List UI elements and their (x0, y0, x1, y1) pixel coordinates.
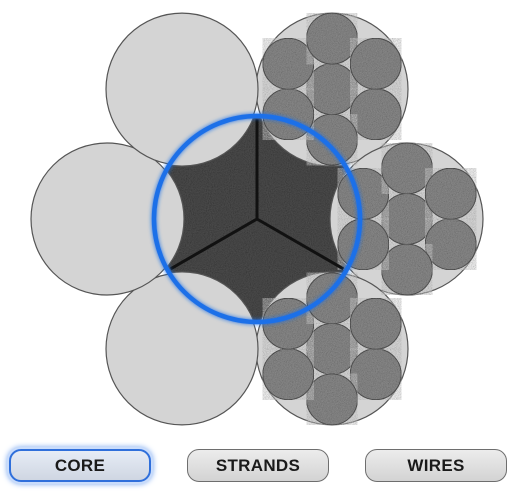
wire (262, 348, 315, 401)
view-tab-bar: CORE STRANDS WIRES (0, 449, 518, 489)
wire (306, 12, 358, 65)
strands-tab[interactable]: STRANDS (187, 449, 329, 482)
core-edge-arc (153, 141, 185, 297)
wire (349, 297, 402, 350)
core-tab[interactable]: CORE (9, 449, 151, 482)
wire-rope-cross-section (30, 12, 484, 426)
wire (424, 167, 477, 220)
core-highlight-circle (151, 113, 363, 325)
wire (349, 348, 402, 401)
core-highlight-ring (151, 113, 363, 325)
strand-1-wires (262, 12, 402, 166)
wire (381, 142, 433, 195)
core-edge-arc (153, 115, 260, 167)
wires-tab[interactable]: WIRES (365, 449, 507, 482)
wire (381, 193, 433, 245)
wire (306, 63, 358, 116)
wire (306, 322, 358, 375)
wire (424, 218, 477, 271)
rope-core (153, 115, 361, 323)
wire (306, 373, 358, 426)
core-divider-2 (256, 217, 345, 271)
core-divider-3 (169, 217, 258, 271)
wire (349, 88, 402, 141)
wire (262, 37, 315, 90)
wire (381, 243, 433, 296)
core-edge-arc (329, 141, 361, 297)
core-edge-arc (153, 271, 260, 323)
wire (349, 37, 402, 90)
